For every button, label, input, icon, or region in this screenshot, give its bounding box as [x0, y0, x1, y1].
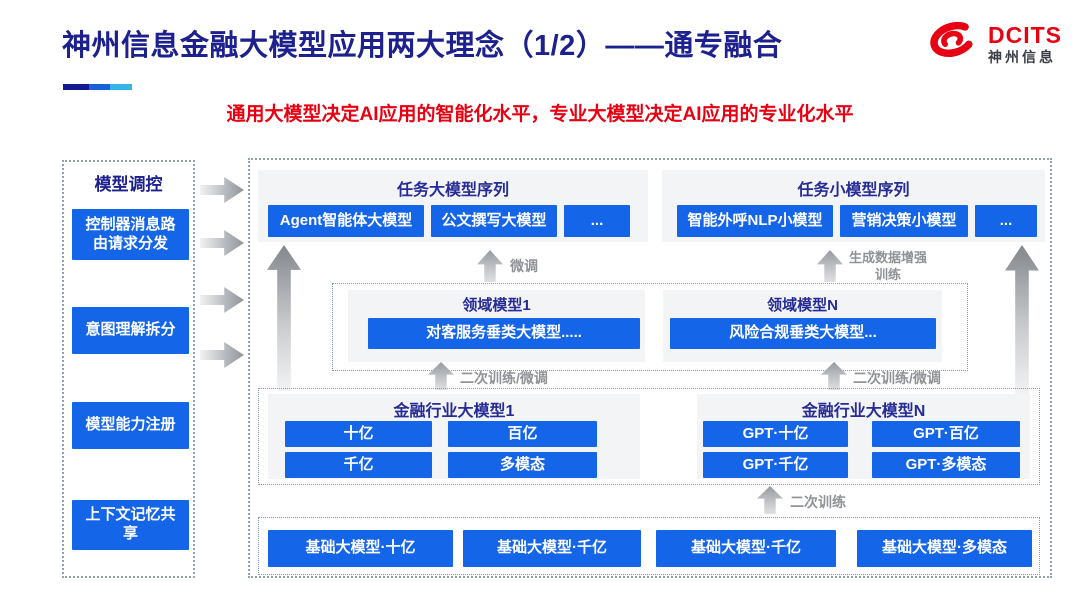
node-more-small-models: ...: [975, 205, 1037, 237]
model-architecture-panel: [248, 158, 1052, 578]
sidebar-item-router: 控制器消息路由请求分发: [72, 209, 189, 260]
task-large-model-title: 任务大模型序列: [396, 182, 509, 199]
domain-model-n-group: 领域模型N 风险合规垂类大模型...: [663, 290, 942, 362]
industry-model-1-title: 金融行业大模型1: [393, 403, 515, 420]
node-gpt-multimodal-model: GPT·多模态: [872, 452, 1020, 478]
model-control-panel: 模型调控 控制器消息路由请求分发 意图理解拆分 模型能力注册 上下文记忆共享: [62, 160, 195, 578]
right-arrow-icon: [200, 177, 244, 203]
task-small-model-group: 任务小模型序列 智能外呼NLP小模型 营销决策小模型 ...: [662, 170, 1045, 242]
node-gpt-10b-model: GPT·百亿: [872, 421, 1020, 447]
sidebar-item-context: 上下文记忆共享: [72, 500, 189, 550]
domain-model-1-title: 领域模型1: [462, 297, 531, 314]
secondary-train-label: 二次训练: [790, 494, 846, 510]
industry-model-n-title: 金融行业大模型N: [801, 403, 926, 420]
node-base-100b-model-b: 基础大模型·千亿: [656, 530, 836, 567]
page-title: 神州信息金融大模型应用两大理念（1/2）——通专融合: [62, 30, 783, 62]
right-arrow-icon: [200, 342, 244, 368]
node-10b-model: 百亿: [448, 421, 597, 447]
node-more-large-models: ...: [564, 205, 630, 237]
sidebar-item-intent: 意图理解拆分: [72, 307, 189, 354]
slide-subtitle: 通用大模型决定AI应用的智能化水平，专业大模型决定AI应用的专业化水平: [226, 104, 854, 125]
sidebar-item-register: 模型能力注册: [72, 402, 189, 449]
node-customer-service-model: 对客服务垂类大模型.....: [368, 318, 640, 349]
right-arrow-icon: [200, 230, 244, 256]
gen-data-train-label: 生成数据增强训练: [848, 250, 927, 282]
secondary-ft-right-label: 二次训练/微调: [853, 370, 941, 386]
dcits-logo: DCITS 神州信息: [924, 16, 1062, 71]
task-large-model-group: 任务大模型序列 Agent智能体大模型 公文撰写大模型 ...: [258, 170, 648, 242]
industry-model-n-group: 金融行业大模型N GPT·十亿 GPT·百亿 GPT·千亿 GPT·多模态: [697, 394, 1030, 479]
accent-bar: [63, 84, 132, 90]
node-base-multimodal-model: 基础大模型·多模态: [857, 530, 1032, 567]
domain-model-n-title: 领域模型N: [767, 297, 838, 314]
industry-model-1-group: 金融行业大模型1 十亿 百亿 千亿 多模态: [268, 394, 640, 479]
accent-segment-blue: [89, 84, 110, 90]
node-gpt-1b-model: GPT·十亿: [703, 421, 848, 447]
node-marketing-small-model: 营销决策小模型: [840, 205, 968, 237]
right-arrow-icon: [200, 287, 244, 313]
accent-segment-cyan: [110, 84, 132, 90]
node-1b-model: 十亿: [285, 421, 432, 447]
logo-brand-text: DCITS: [988, 21, 1062, 48]
node-base-100b-model-a: 基础大模型·千亿: [463, 530, 641, 567]
base-models-panel: 基础大模型·十亿 基础大模型·千亿 基础大模型·千亿 基础大模型·多模态: [258, 517, 1040, 575]
domain-models-panel: [332, 283, 968, 371]
node-gpt-100b-model: GPT·千亿: [703, 452, 848, 478]
dcits-swirl-icon: [924, 16, 980, 71]
task-small-model-title: 任务小模型序列: [797, 182, 910, 199]
accent-segment-dark: [63, 84, 89, 90]
secondary-ft-left-label: 二次训练/微调: [460, 370, 548, 386]
node-multimodal-model: 多模态: [448, 452, 597, 478]
node-document-large-model: 公文撰写大模型: [431, 205, 557, 237]
industry-models-panel: [258, 388, 1040, 485]
node-agent-large-model: Agent智能体大模型: [268, 205, 424, 237]
node-outbound-nlp-small-model: 智能外呼NLP小模型: [677, 205, 833, 237]
fine-tune-label: 微调: [510, 258, 538, 274]
node-risk-compliance-model: 风险合规垂类大模型...: [670, 318, 936, 349]
node-100b-model: 千亿: [285, 452, 432, 478]
domain-model-1-group: 领域模型1 对客服务垂类大模型.....: [348, 290, 645, 362]
node-base-1b-model: 基础大模型·十亿: [268, 530, 453, 567]
model-control-title: 模型调控: [94, 175, 163, 194]
logo-company-text: 神州信息: [988, 48, 1056, 65]
